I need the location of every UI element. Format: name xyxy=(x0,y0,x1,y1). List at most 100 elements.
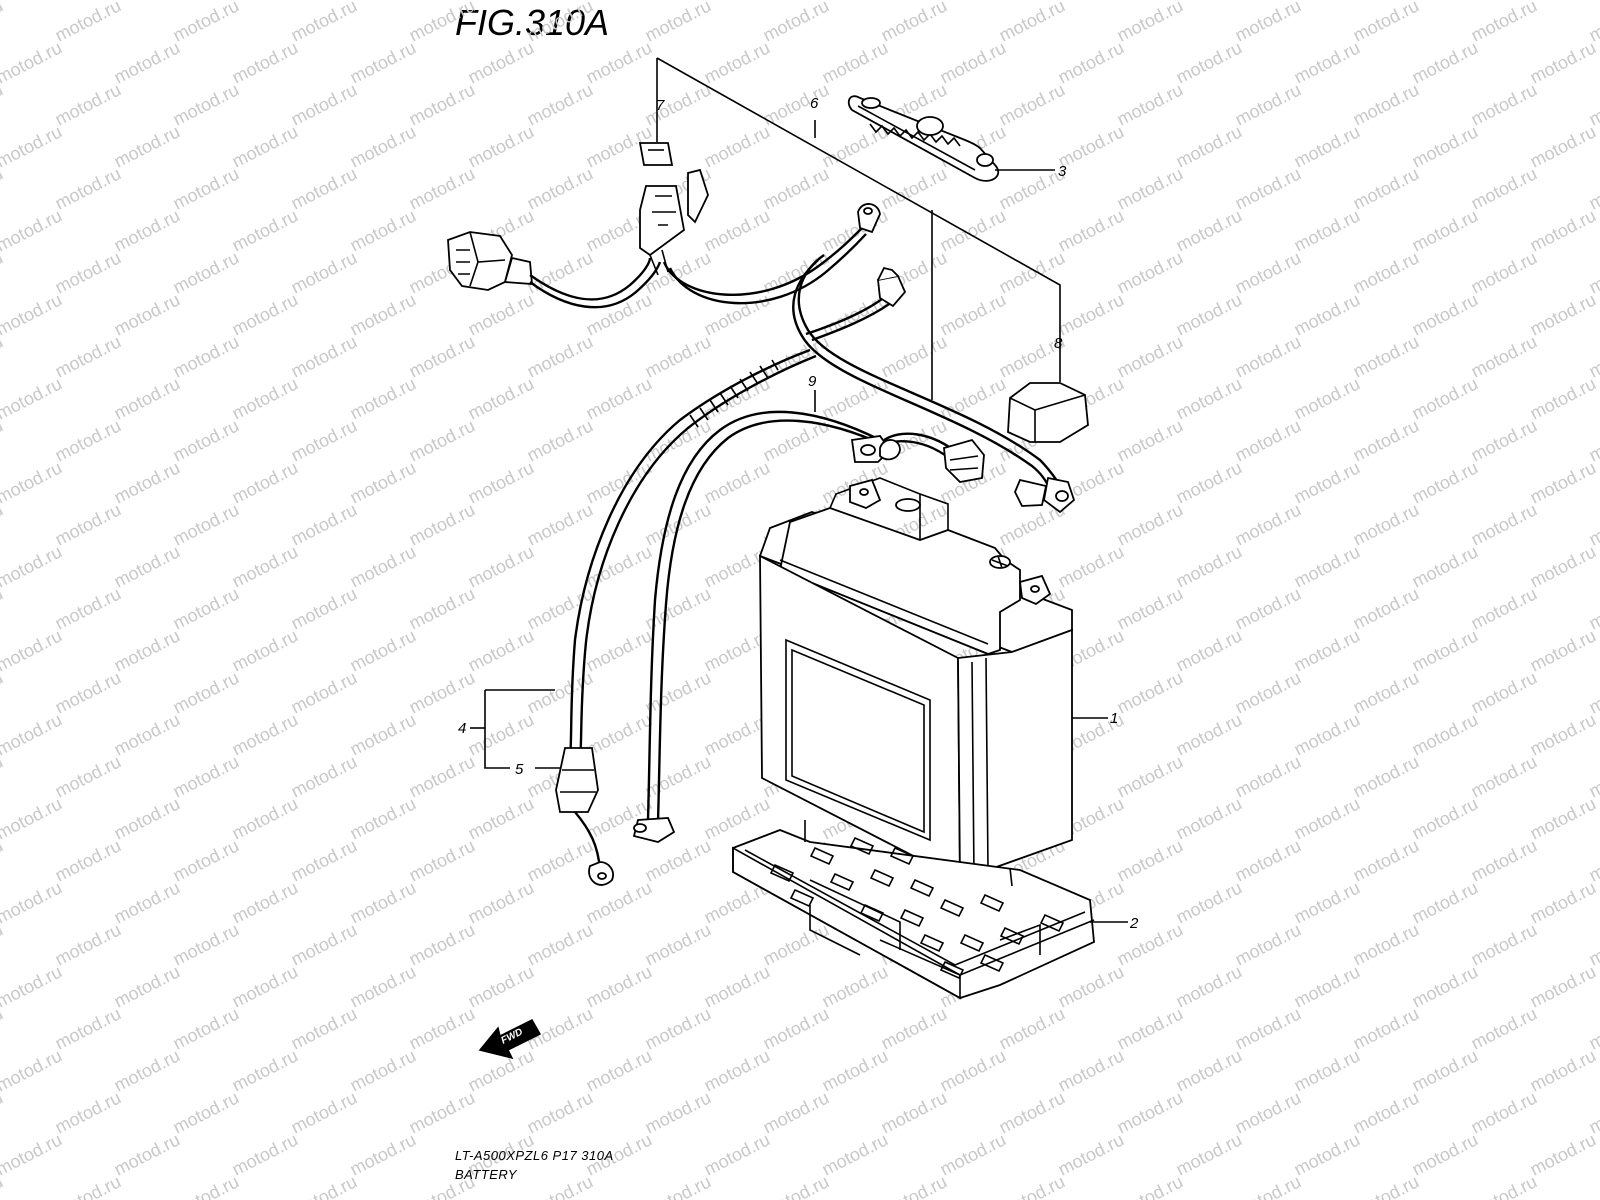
ring-terminal-upper xyxy=(857,203,881,234)
watermark-text: motod.ru xyxy=(701,961,773,1011)
part-3-battery-holder[interactable] xyxy=(847,95,1000,182)
watermark-text: motod.ru xyxy=(1232,1003,1304,1053)
watermark-text: motod.ru xyxy=(937,1129,1009,1179)
watermark-text: motod.ru xyxy=(878,1171,950,1200)
watermark-text: motod.ru xyxy=(1291,541,1363,591)
watermark-text: motod.ru xyxy=(1527,877,1599,927)
callout-8[interactable]: 8 xyxy=(1054,335,1063,352)
watermark-text: motod.ru xyxy=(1291,205,1363,255)
watermark-text: motod.ru xyxy=(524,415,596,465)
watermark-text: motod.ru xyxy=(583,0,655,4)
watermark-text: motod.ru xyxy=(1350,331,1422,381)
watermark-text: motod.ru xyxy=(1527,625,1599,675)
watermark-text: motod.ru xyxy=(701,289,773,339)
watermark-text: motod.ru xyxy=(1527,0,1599,4)
part-5-terminal-boot[interactable] xyxy=(555,747,614,886)
watermark-text: motod.ru xyxy=(111,121,183,171)
watermark-text: motod.ru xyxy=(406,667,478,717)
lower-terminal-9 xyxy=(632,817,676,843)
callout-3[interactable]: 3 xyxy=(1058,163,1067,180)
watermark-text: motod.ru xyxy=(465,541,537,591)
watermark-text: motod.ru xyxy=(406,751,478,801)
watermark-text: motod.ru xyxy=(1114,835,1186,885)
watermark-text: motod.ru xyxy=(524,583,596,633)
watermark-text: motod.ru xyxy=(1232,499,1304,549)
watermark-text: motod.ru xyxy=(170,331,242,381)
callout-4[interactable]: 4 xyxy=(458,720,466,737)
watermark-text: motod.ru xyxy=(229,0,301,4)
watermark-text: motod.ru xyxy=(1055,0,1127,4)
watermark-text: motod.ru xyxy=(1232,79,1304,129)
watermark-text: motod.ru xyxy=(288,163,360,213)
watermark-text: motod.ru xyxy=(1350,1171,1422,1200)
watermark-text: motod.ru xyxy=(1232,919,1304,969)
watermark-text: motod.ru xyxy=(583,625,655,675)
watermark-text: motod.ru xyxy=(229,541,301,591)
watermark-text: motod.ru xyxy=(1114,499,1186,549)
watermark-text: motod.ru xyxy=(1114,583,1186,633)
watermark-text: motod.ru xyxy=(465,625,537,675)
watermark-text: motod.ru xyxy=(229,205,301,255)
part-7-fuse[interactable] xyxy=(638,142,709,276)
watermark-text: motod.ru xyxy=(111,625,183,675)
part-2-battery-tray[interactable] xyxy=(732,820,1095,1000)
watermark-text: motod.ru xyxy=(1055,961,1127,1011)
watermark-text: motod.ru xyxy=(406,919,478,969)
watermark-text: motod.ru xyxy=(1468,1003,1540,1053)
watermark-text: motod.ru xyxy=(465,457,537,507)
watermark-text: motod.ru xyxy=(170,835,242,885)
part-1-battery[interactable] xyxy=(758,477,1073,882)
watermark-text: motod.ru xyxy=(1409,373,1481,423)
callout-1[interactable]: 1 xyxy=(1110,710,1118,727)
watermark-text: motod.ru xyxy=(465,793,537,843)
watermark-text: motod.ru xyxy=(819,121,891,171)
watermark-text: motod.ru xyxy=(701,121,773,171)
watermark-text: motod.ru xyxy=(52,751,124,801)
callout-5[interactable]: 5 xyxy=(515,761,524,778)
watermark-text: motod.ru xyxy=(52,79,124,129)
watermark-text: motod.ru xyxy=(288,247,360,297)
watermark-text: motod.ru xyxy=(288,1003,360,1053)
watermark-text: motod.ru xyxy=(1350,751,1422,801)
watermark-text: motod.ru xyxy=(170,0,242,46)
watermark-text: motod.ru xyxy=(52,499,124,549)
watermark-text: motod.ru xyxy=(465,373,537,423)
watermark-text: motod.ru xyxy=(229,709,301,759)
watermark-text: motod.ru xyxy=(1527,121,1599,171)
watermark-text: motod.ru xyxy=(288,835,360,885)
watermark-text: motod.ru xyxy=(1350,667,1422,717)
watermark-text: motod.ru xyxy=(996,1003,1068,1053)
callout-2[interactable]: 2 xyxy=(1129,915,1139,932)
watermark-text: motod.ru xyxy=(1468,1171,1540,1200)
callout-6[interactable]: 6 xyxy=(810,95,819,112)
part-6-wiring-harness[interactable] xyxy=(447,203,1076,514)
watermark-text: motod.ru xyxy=(288,1171,360,1200)
watermark-text: motod.ru xyxy=(1173,0,1245,4)
watermark-text: motod.ru xyxy=(1350,919,1422,969)
watermark-text: motod.ru xyxy=(1527,457,1599,507)
watermark-text: motod.ru xyxy=(52,247,124,297)
watermark-text: motod.ru xyxy=(111,961,183,1011)
watermark-text: motod.ru xyxy=(0,961,65,1011)
watermark-text: motod.ru xyxy=(111,205,183,255)
watermark-text: motod.ru xyxy=(347,541,419,591)
watermark-text: motod.ru xyxy=(1291,289,1363,339)
watermark-text: motod.ru xyxy=(1173,457,1245,507)
callout-9[interactable]: 9 xyxy=(808,373,817,390)
watermark-text: motod.ru xyxy=(583,541,655,591)
watermark-text: motod.ru xyxy=(465,0,537,4)
watermark-text: motod.ru xyxy=(229,289,301,339)
watermark-text: motod.ru xyxy=(583,1045,655,1095)
watermark-text: motod.ru xyxy=(1173,877,1245,927)
callout-7[interactable]: 7 xyxy=(656,97,665,114)
watermark-text: motod.ru xyxy=(1232,835,1304,885)
watermark-text: motod.ru xyxy=(1468,163,1540,213)
watermark-text: motod.ru xyxy=(1055,289,1127,339)
part-8-terminal-cap[interactable] xyxy=(1007,382,1089,443)
part-9-lead-wire[interactable] xyxy=(632,410,985,843)
watermark-text: motod.ru xyxy=(937,37,1009,87)
part-4-battery-cable[interactable] xyxy=(555,348,817,886)
watermark-text: motod.ru xyxy=(406,331,478,381)
watermark-text: motod.ru xyxy=(229,373,301,423)
watermark-text: motod.ru xyxy=(0,625,65,675)
